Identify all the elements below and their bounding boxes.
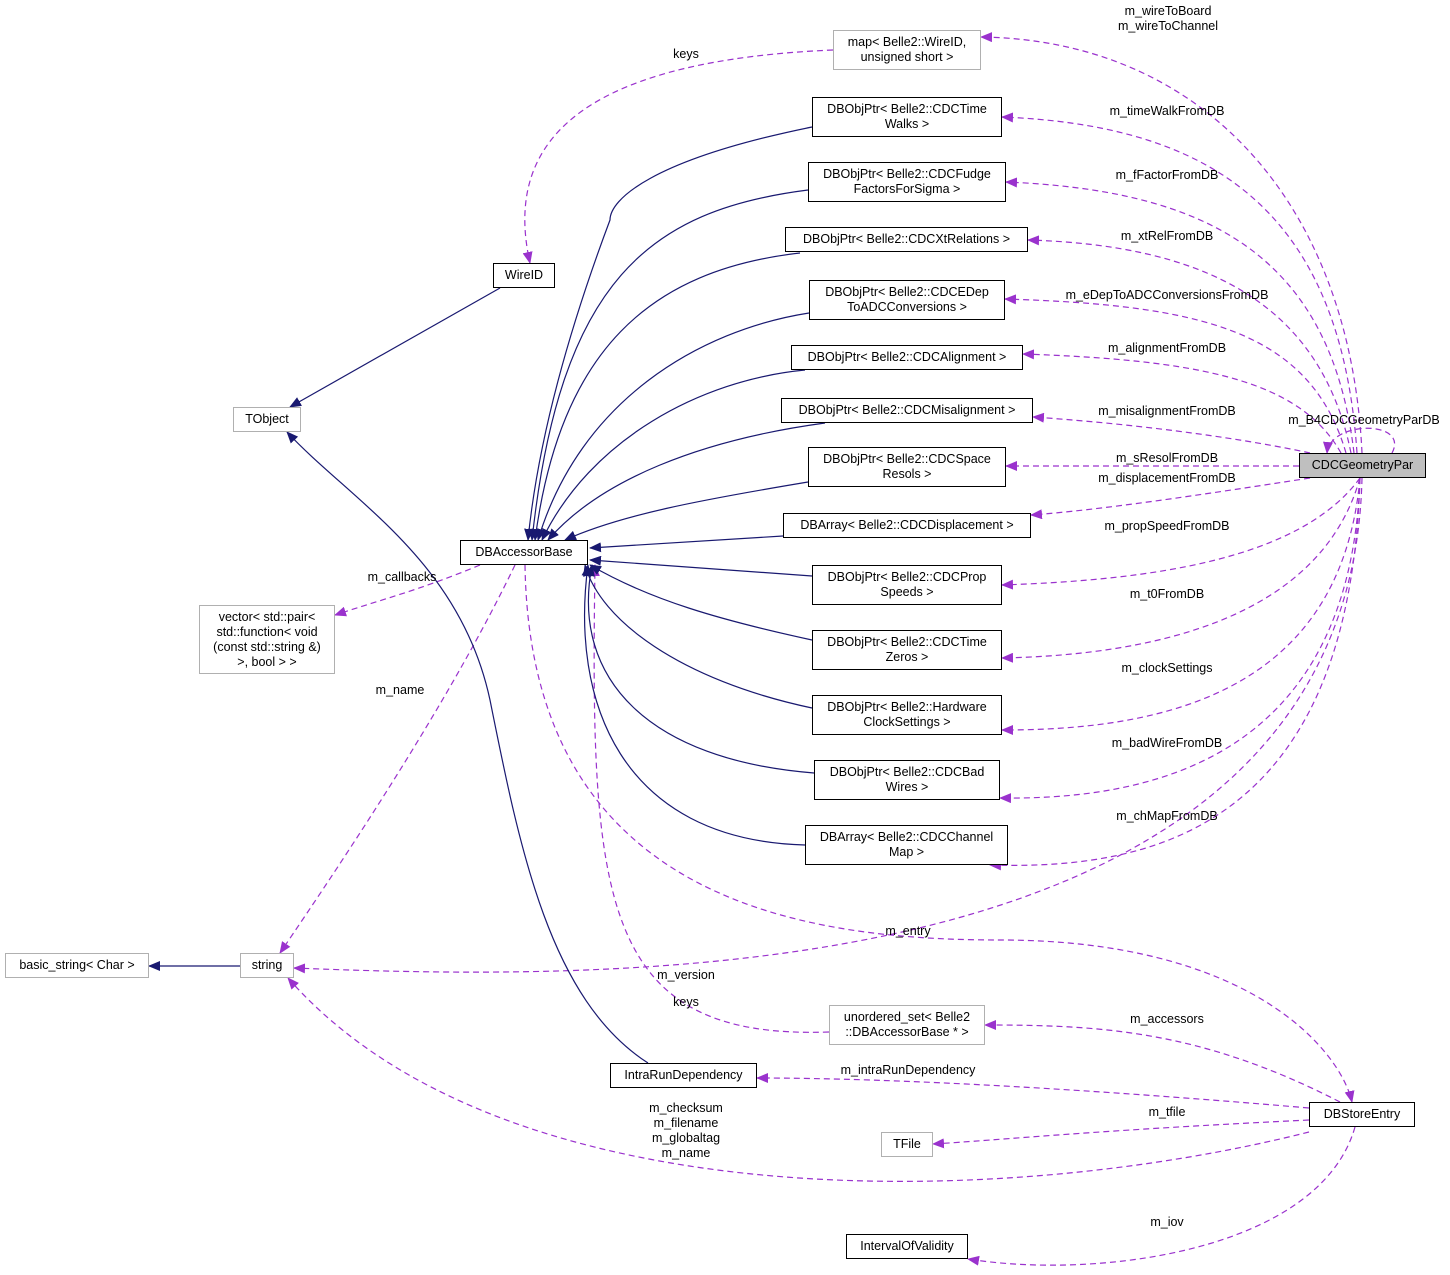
edge-label-chmap: m_chMapFromDB (1116, 809, 1218, 823)
edge-label-fudge: m_fFactorFromDB (1115, 168, 1219, 182)
usage-edge-prop (1001, 477, 1361, 590)
inheritance-edge-inh-fudge (528, 189, 809, 541)
usage-edge-version (293, 477, 1363, 974)
node-xt[interactable]: DBObjPtr< Belle2::CDCXtRelations > (785, 227, 1028, 252)
usage-edge-iov (967, 1126, 1356, 1266)
node-prop[interactable]: DBObjPtr< Belle2::CDCProp Speeds > (812, 565, 1002, 605)
node-t0[interactable]: DBObjPtr< Belle2::CDCTime Zeros > (812, 630, 1002, 670)
edge-label-t0: m_t0FromDB (1129, 587, 1205, 601)
edge-label-edep: m_eDepToADCConversionsFromDB (1065, 288, 1269, 302)
usage-edge-edep (1004, 294, 1347, 454)
usage-edge-keys_map (522, 49, 834, 264)
inheritance-edge-inh-xt (531, 252, 801, 541)
inheritance-edge-inh-badwire (585, 564, 815, 774)
usage-edge-badwire (999, 477, 1361, 804)
edge-label-xt: m_xtRelFromDB (1120, 229, 1214, 243)
usage-edge-clock (1001, 477, 1361, 735)
node-edep[interactable]: DBObjPtr< Belle2::CDCEDep ToADCConversio… (809, 280, 1005, 320)
inheritance-edge-inh-clock (583, 564, 813, 709)
node-iov[interactable]: IntervalOfValidity (846, 1234, 968, 1259)
node-tobject[interactable]: TObject (233, 407, 301, 432)
inheritance-edge-inh-space (564, 481, 809, 541)
inheritance-edge-inh-disp (589, 535, 784, 553)
usage-edge-timewalks (1001, 112, 1358, 454)
edge-label-tfile: m_tfile (1148, 1105, 1186, 1119)
usage-edge-map (980, 32, 1363, 454)
edge-label-space: m_sResolFromDB (1115, 451, 1219, 465)
edge-label-keys_map: keys (673, 47, 699, 61)
edge-label-name: m_name (375, 683, 425, 697)
node-chmap[interactable]: DBArray< Belle2::CDCChannel Map > (805, 825, 1008, 865)
node-fudge[interactable]: DBObjPtr< Belle2::CDCFudge FactorsForSig… (808, 162, 1006, 202)
node-cdc[interactable]: CDCGeometryPar (1299, 453, 1426, 478)
edge-label-clock: m_clockSettings (1121, 661, 1213, 675)
usage-edge-strings (287, 977, 1310, 1182)
usage-edge-intra (756, 1073, 1310, 1109)
inheritance-edge-inh-align (541, 369, 806, 541)
node-map[interactable]: map< Belle2::WireID, unsigned short > (833, 30, 981, 70)
node-dbacc[interactable]: DBAccessorBase (460, 540, 588, 565)
node-string[interactable]: string (240, 953, 294, 978)
edge-label-map: m_wireToBoard m_wireToChannel (1117, 4, 1219, 33)
usage-edge-align (1022, 349, 1342, 454)
usage-edge-xt (1027, 235, 1352, 454)
node-timewalks[interactable]: DBObjPtr< Belle2::CDCTime Walks > (812, 97, 1002, 137)
node-space[interactable]: DBObjPtr< Belle2::CDCSpace Resols > (808, 447, 1006, 487)
node-badwire[interactable]: DBObjPtr< Belle2::CDCBad Wires > (814, 760, 1000, 800)
edge-label-entry: m_entry (885, 924, 931, 938)
usage-edge-fudge (1005, 177, 1355, 454)
usage-edge-chmap (989, 477, 1361, 871)
node-uset[interactable]: unordered_set< Belle2 ::DBAccessorBase *… (829, 1005, 985, 1045)
inheritance-edge-inh-chmap (581, 564, 806, 846)
edge-label-callbacks: m_callbacks (367, 570, 437, 584)
edge-label-self: m_B4CDCGeometryParDB (1288, 413, 1440, 427)
node-wireid[interactable]: WireID (493, 263, 555, 288)
usage-edge-t0 (1001, 477, 1361, 663)
inheritance-edge-inh-misalign (547, 422, 826, 541)
usage-edge-self (1323, 427, 1396, 454)
edge-label-strings: m_checksum m_filename m_globaltag m_name (649, 1101, 723, 1160)
inheritance-edge-inh-t0 (589, 564, 813, 641)
edge-label-intra: m_intraRunDependency (840, 1063, 976, 1077)
node-align[interactable]: DBObjPtr< Belle2::CDCAlignment > (791, 345, 1023, 370)
usage-edge-name (279, 564, 516, 954)
inheritance-edge-inh-timewalks (524, 126, 813, 541)
usage-edge-misalign (1032, 412, 1311, 454)
edge-label-timewalks: m_timeWalkFromDB (1109, 104, 1225, 118)
usage-edge-entry (524, 564, 1355, 1103)
node-basic[interactable]: basic_string< Char > (5, 953, 149, 978)
inheritance-edge-inh-intra (286, 431, 649, 1064)
inheritance-edge-inh-edep (536, 312, 810, 541)
edge-label-align: m_alignmentFromDB (1107, 341, 1227, 355)
node-vector[interactable]: vector< std::pair< std::function< void (… (199, 605, 335, 674)
node-intra[interactable]: IntraRunDependency (610, 1063, 757, 1088)
usage-edge-keys_uset (589, 564, 830, 1033)
node-misalign[interactable]: DBObjPtr< Belle2::CDCMisalignment > (781, 398, 1033, 423)
node-disp[interactable]: DBArray< Belle2::CDCDisplacement > (783, 513, 1031, 538)
edge-label-disp: m_displacementFromDB (1098, 471, 1236, 485)
node-store[interactable]: DBStoreEntry (1309, 1102, 1415, 1127)
usage-edge-tfile (932, 1119, 1310, 1149)
edge-label-prop: m_propSpeedFromDB (1104, 519, 1230, 533)
inheritance-edge-inh-prop (589, 555, 813, 577)
edge-label-keys_uset: keys (673, 995, 699, 1009)
usage-edge-disp (1030, 477, 1311, 520)
edge-label-version: m_version (657, 968, 715, 982)
edge-label-badwire: m_badWireFromDB (1111, 736, 1223, 750)
edge-label-accessors: m_accessors (1130, 1012, 1204, 1026)
usage-edge-accessors (984, 1020, 1341, 1103)
edge-label-misalign: m_misalignmentFromDB (1098, 404, 1236, 418)
usage-edge-callbacks (334, 564, 481, 617)
inheritance-edge-inh-wireid (289, 287, 501, 408)
node-tfile[interactable]: TFile (881, 1132, 933, 1157)
node-clock[interactable]: DBObjPtr< Belle2::Hardware ClockSettings… (812, 695, 1002, 735)
edge-label-iov: m_iov (1150, 1215, 1184, 1229)
